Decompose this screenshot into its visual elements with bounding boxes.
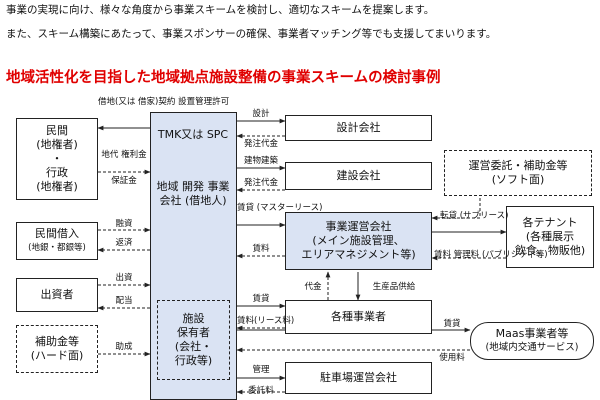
spc-title-line: TMK又は [157, 128, 204, 141]
tenants-line: 飲食、物販他) [514, 244, 586, 257]
hard-subsidy-sub: (ハード面) [30, 349, 84, 362]
design-fee-label: 発注代金 [243, 139, 278, 149]
parking-mgmt-label: 管理 [252, 365, 270, 375]
hard-subsidy-box: 補助金等 (ハード面) [16, 325, 98, 373]
rent-mgmt-line: (パブリシティ等) [481, 250, 548, 260]
soft-subsidy-sub: (ソフト面) [491, 173, 545, 186]
spc-title-line: SPC [206, 128, 229, 141]
spc-body-line: 開発 [182, 180, 204, 193]
deposit-label: 保証金 [111, 176, 137, 186]
facility-holder-line: 行政等) [174, 354, 213, 367]
facility-holder-box: 施設 保有者 (会社・ 行政等) [157, 300, 230, 380]
parking-operator-label: 駐車場運営会社 [320, 371, 397, 384]
build-label: 建物建築 [243, 156, 278, 166]
maas-lease-label: 賃貸 [443, 319, 461, 329]
construction-company-box: 建設会社 [285, 162, 432, 190]
scheme-heading: 地域活性化を目指した地域拠点施設整備の事業スキームの検討事例 [6, 70, 441, 86]
facility-holder-line: (会社・ [174, 340, 213, 353]
private-loan-box: 民間借入 (地銀・都銀等) [16, 222, 98, 260]
maas-operator-label: Maas事業者等 [495, 327, 569, 340]
spc-body-line: 地域 [156, 180, 179, 193]
goods-supply-label: 生産品供給 [372, 282, 416, 292]
tenants-line: 各テナント [522, 216, 578, 229]
landowner-box: 民間 (地権者) ・ 行政 (地権者) [16, 118, 98, 200]
rent-mgmt-line: 賃料 [434, 250, 452, 260]
financing-label: 融資 [115, 219, 133, 229]
landowner-line: (地権者) [36, 180, 78, 193]
spc-body-line: 事業 [207, 180, 230, 193]
maas-operator-sub: (地域内交通サービス) [485, 342, 579, 353]
tenants-box: 各テナント (各種展示 飲食、物販他) [506, 206, 594, 268]
soft-subsidy-box: 運営委託・補助金等 (ソフト面) [444, 150, 592, 196]
hard-subsidy-label: 補助金等 [35, 335, 79, 348]
spc-title: TMK又は SPC [152, 128, 234, 142]
lease-contract-label: 借地(又は 借家)契約 設置管理許可 [98, 97, 229, 107]
private-loan-sub: (地銀・都銀等) [28, 243, 86, 253]
facility-holder-line: 施設 [182, 312, 205, 325]
dividend-label: 配当 [115, 296, 133, 306]
investor-label: 出資者 [40, 288, 74, 301]
operator-box: 事業運営会社 (メイン施設管理、 エリアマネジメント等) [285, 212, 432, 270]
spc-body-line: 会社 [159, 194, 182, 207]
vendors-label: 各種事業者 [331, 310, 386, 323]
land-rent-line: 地代 [101, 150, 119, 160]
operator-line: 事業運営会社 [325, 220, 392, 233]
grant-label: 助成 [115, 342, 133, 352]
landowner-line: 行政 [46, 166, 68, 179]
sublease-label: 転貸 (サブリース) [440, 211, 508, 221]
investment-label: 出資 [115, 273, 133, 283]
landowner-line: (地権者) [36, 138, 78, 151]
build-fee-label: 発注代金 [243, 178, 278, 188]
operator-line: (メイン施設管理、 [312, 234, 405, 247]
sublease-line: 転貸 [440, 211, 458, 221]
investor-box: 出資者 [16, 278, 98, 312]
lease-contract-line: 借地(又は [98, 97, 136, 107]
vendors-box: 各種事業者 [285, 300, 432, 334]
payment-label: 代金 [304, 282, 322, 292]
rent-label-1: 賃料 [252, 244, 270, 254]
master-lease-line: 賃貸 [237, 203, 255, 213]
facility-holder-line: 保有者 [176, 326, 210, 339]
design-company-label: 設計会社 [336, 121, 381, 134]
parking-operator-box: 駐車場運営会社 [285, 362, 432, 394]
lease-contract-line: 設置管理許可 [178, 97, 230, 107]
land-rent-label: 地代 権利金 [98, 150, 150, 160]
vendor-lease-label: 賃貸 [252, 294, 270, 304]
construction-company-label: 建設会社 [336, 169, 381, 182]
usage-fee-label: 使用料 [439, 353, 465, 363]
design-label: 設計 [252, 109, 270, 119]
master-lease-line: (マスターリース) [256, 203, 323, 213]
landowner-line: ・ [51, 152, 63, 165]
soft-subsidy-label: 運営委託・補助金等 [468, 159, 568, 172]
repayment-label: 返済 [115, 238, 133, 248]
maas-operator-box: Maas事業者等 (地域内交通サービス) [470, 322, 594, 360]
spc-body-line: (借地人) [184, 194, 227, 207]
design-company-box: 設計会社 [285, 115, 432, 141]
master-lease-label: 賃貸 (マスターリース) [237, 203, 322, 213]
lease-contract-line: 借家)契約 [138, 97, 176, 107]
sublease-line: (サブリース) [459, 211, 509, 221]
land-rent-line: 権利金 [121, 150, 147, 160]
rent-mgmt-label: 賃料 管理料 (パブリシティ等) [434, 250, 548, 260]
operator-line: エリアマネジメント等) [301, 248, 416, 261]
intro-line-1: 事業の実現に向け、様々な角度から事業スキームを検討し、適切なスキームを提案します… [6, 4, 435, 16]
landowner-line: 民間 [46, 124, 68, 137]
vendor-rent-label: 賃料(リース料) [237, 316, 295, 326]
spc-body: 地域 開発 事業 会社 (借地人) [152, 180, 234, 208]
intro-line-2: また、スキーム構築にあたって、事業スポンサーの確保、事業者マッチング等でも支援し… [6, 28, 497, 40]
rent-mgmt-line: 管理料 [453, 250, 480, 260]
parking-fee-label: 委託料 [248, 386, 274, 396]
private-loan-label: 民間借入 [34, 227, 79, 240]
tenants-line: (各種展示 [525, 230, 575, 243]
